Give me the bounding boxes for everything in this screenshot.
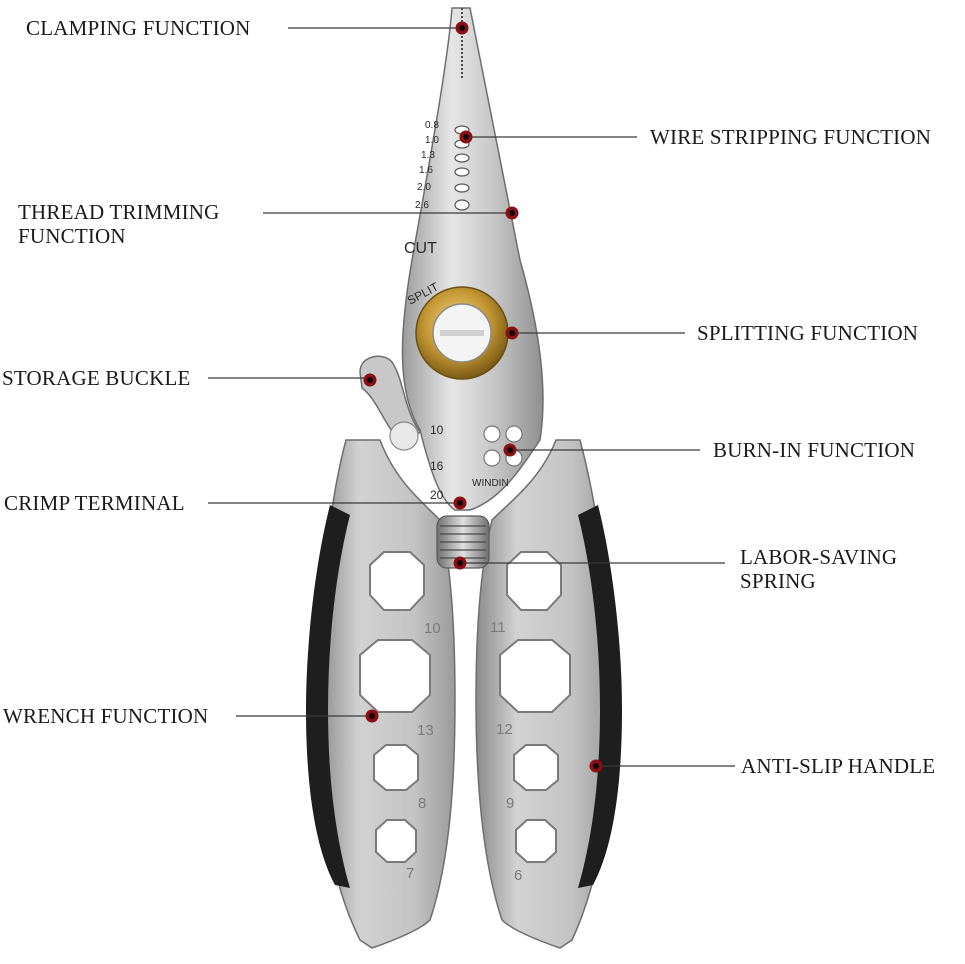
burn-in-holes xyxy=(483,425,523,467)
hex-hole-9 xyxy=(513,744,559,791)
left-anti-slip-grip xyxy=(306,505,350,888)
hex-num-11: 11 xyxy=(490,619,506,636)
hex-hole-10 xyxy=(369,551,425,611)
buckle-rivet xyxy=(389,421,419,451)
gauge-1-0: 1.0 xyxy=(425,135,439,146)
hex-num-13: 13 xyxy=(417,722,434,739)
label-storage-buckle: STORAGE BUCKLE xyxy=(2,366,191,390)
right-anti-slip-grip xyxy=(578,505,622,888)
crimp-markings: 10 16 20 xyxy=(430,423,444,502)
stripping-notches xyxy=(454,125,470,211)
label-crimp-terminal: CRIMP TERMINAL xyxy=(4,491,185,515)
marker-dot-centers xyxy=(367,25,599,769)
crimp-10: 10 xyxy=(430,423,444,437)
hex-num-9: 9 xyxy=(506,795,514,812)
label-thread-trimming-line2: FUNCTION xyxy=(18,224,126,248)
gauge-1-3: 1.3 xyxy=(421,150,435,161)
hex-hole-11 xyxy=(506,551,562,611)
pivot-slot xyxy=(440,330,484,336)
label-burn-in-function: BURN-IN FUNCTION xyxy=(713,438,916,462)
gauge-2-0: 2.0 xyxy=(417,182,431,193)
hex-num-12: 12 xyxy=(496,721,513,738)
label-wire-stripping-function: WIRE STRIPPING FUNCTION xyxy=(650,125,932,149)
hex-hole-6 xyxy=(515,819,557,863)
gauge-1-6: 1.6 xyxy=(419,165,433,176)
crimp-20: 20 xyxy=(430,488,444,502)
label-labor-saving-line2: SPRING xyxy=(740,569,816,593)
wrench-holes xyxy=(359,551,571,863)
hex-hole-12 xyxy=(499,639,571,713)
label-thread-trimming-line1: THREAD TRIMMING xyxy=(18,200,220,224)
label-anti-slip-handle: ANTI-SLIP HANDLE xyxy=(741,754,936,778)
crimp-16: 16 xyxy=(430,459,444,473)
label-splitting-function: SPLITTING FUNCTION xyxy=(697,321,919,345)
hex-num-8: 8 xyxy=(418,795,426,812)
hex-hole-7 xyxy=(375,819,417,863)
label-wrench-function: WRENCH FUNCTION xyxy=(3,704,209,728)
hex-num-6: 6 xyxy=(514,867,522,884)
hex-num-7: 7 xyxy=(406,865,414,882)
winding-marking: WINDIN xyxy=(472,478,509,489)
label-clamping-function: CLAMPING FUNCTION xyxy=(26,16,251,40)
gauge-0-8: 0.8 xyxy=(425,120,439,131)
cut-marking: CUT xyxy=(404,240,437,257)
gauge-2-6: 2.6 xyxy=(415,200,429,211)
hex-hole-13 xyxy=(359,639,431,713)
leader-lines xyxy=(208,27,735,767)
hex-size-numbers: 10 13 8 7 11 12 9 6 xyxy=(406,619,522,884)
label-labor-saving-line1: LABOR-SAVING xyxy=(740,545,898,569)
hex-hole-8 xyxy=(373,744,419,791)
strip-gauge-markings: 0.8 1.0 1.3 1.6 2.0 2.6 xyxy=(415,120,439,211)
spring-turns xyxy=(440,525,486,559)
hex-num-10: 10 xyxy=(424,620,441,637)
